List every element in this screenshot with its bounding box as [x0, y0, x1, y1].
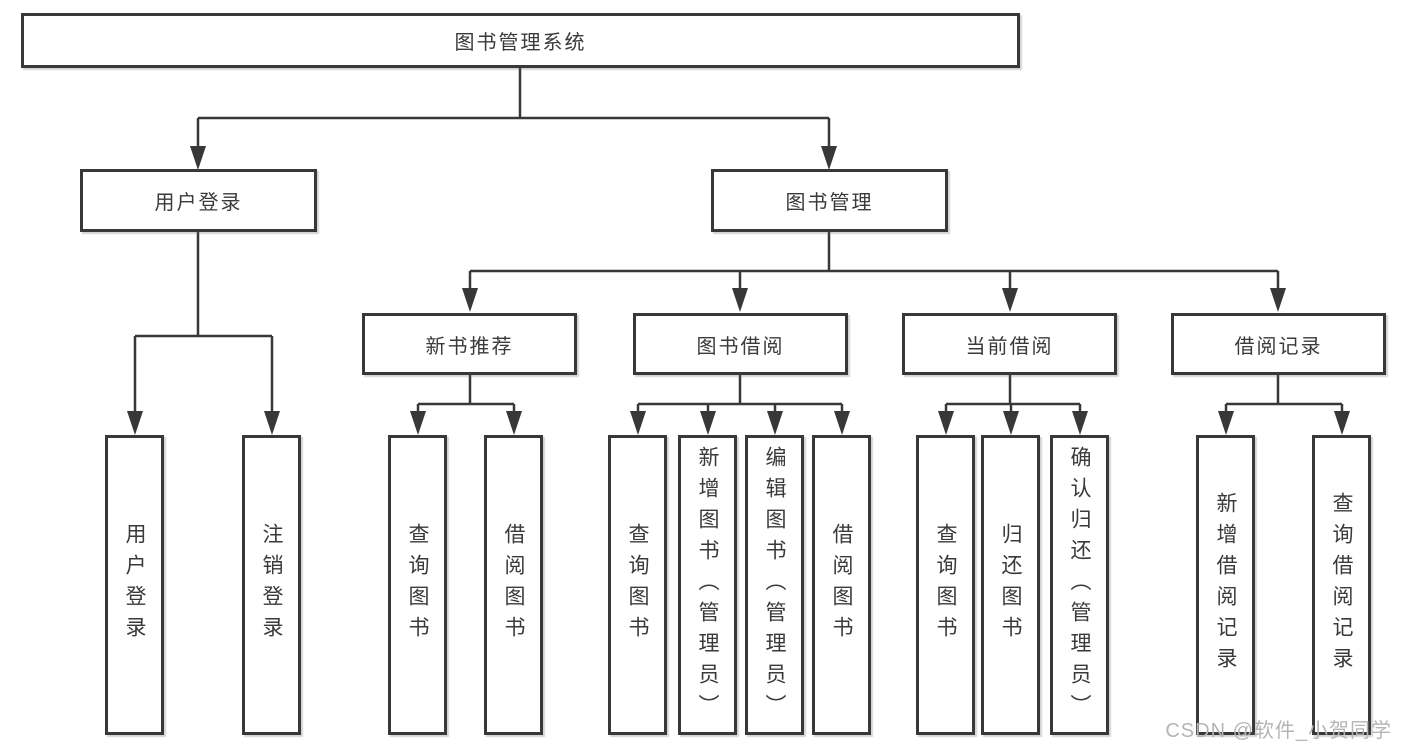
node-leaf-logout: 注销登录 — [242, 435, 301, 735]
node-label: 归还图书 — [999, 523, 1022, 647]
node-leaf-user-login: 用户登录 — [105, 435, 164, 735]
node-leaf-borrow-books: 借阅图书 — [812, 435, 871, 735]
node-borrow-records: 借阅记录 — [1171, 313, 1386, 375]
connector-borrowrecords-to-leaves — [1224, 375, 1344, 413]
node-leaf-add-borrow-record: 新增借阅记录 — [1196, 435, 1255, 735]
node-leaf-query-borrow-record: 查询借阅记录 — [1312, 435, 1371, 735]
connector-bookborrow-to-leaves — [636, 375, 844, 413]
node-label: 查询图书 — [626, 523, 649, 647]
node-label: 编辑图书（管理员） — [763, 445, 786, 725]
connector-bookmgmt-to-level3 — [468, 232, 1280, 289]
node-label: 注销登录 — [260, 523, 283, 647]
node-label: 用户登录 — [123, 523, 146, 647]
node-label: 借阅记录 — [1234, 335, 1323, 358]
node-label: 当前借阅 — [965, 335, 1054, 358]
node-leaf-return-books: 归还图书 — [981, 435, 1040, 735]
node-label: 查询借阅记录 — [1330, 492, 1353, 678]
node-leaf-query-books-recommend: 查询图书 — [388, 435, 447, 735]
node-label: 图书借阅 — [696, 335, 785, 358]
node-user-login: 用户登录 — [80, 169, 317, 232]
node-label: 借阅图书 — [502, 523, 525, 647]
node-label: 新增图书（管理员） — [696, 445, 719, 725]
connector-currentborrow-to-leaves — [944, 375, 1082, 413]
node-label: 查询图书 — [406, 523, 429, 647]
arrowheads — [127, 146, 1350, 435]
node-label: 用户登录 — [154, 192, 243, 214]
node-label: 新书推荐 — [425, 335, 514, 358]
node-library-management-system: 图书管理系统 — [21, 13, 1020, 68]
node-leaf-query-books-current: 查询图书 — [916, 435, 975, 735]
node-label: 图书管理系统 — [454, 32, 587, 54]
node-leaf-confirm-return-admin: 确认归还（管理员） — [1050, 435, 1109, 735]
node-label: 确认归还（管理员） — [1068, 445, 1091, 725]
node-label: 图书管理 — [785, 192, 874, 214]
node-current-borrow: 当前借阅 — [902, 313, 1117, 375]
node-book-management: 图书管理 — [711, 169, 948, 232]
node-leaf-borrow-books-recommend: 借阅图书 — [484, 435, 543, 735]
connector-userlogin-to-leaves — [133, 232, 274, 413]
node-leaf-add-books-admin: 新增图书（管理员） — [678, 435, 737, 735]
node-label: 新增借阅记录 — [1214, 492, 1237, 678]
node-new-book-recommend: 新书推荐 — [362, 313, 577, 375]
connector-root-to-level2 — [196, 68, 831, 148]
connector-newbook-to-leaves — [416, 375, 516, 413]
node-leaf-edit-books-admin: 编辑图书（管理员） — [745, 435, 804, 735]
node-label: 查询图书 — [934, 523, 957, 647]
node-book-borrow: 图书借阅 — [633, 313, 848, 375]
node-label: 借阅图书 — [830, 523, 853, 647]
csdn-watermark: CSDN @软件_小贺同学 — [1165, 720, 1392, 742]
node-leaf-query-books-borrow: 查询图书 — [608, 435, 667, 735]
